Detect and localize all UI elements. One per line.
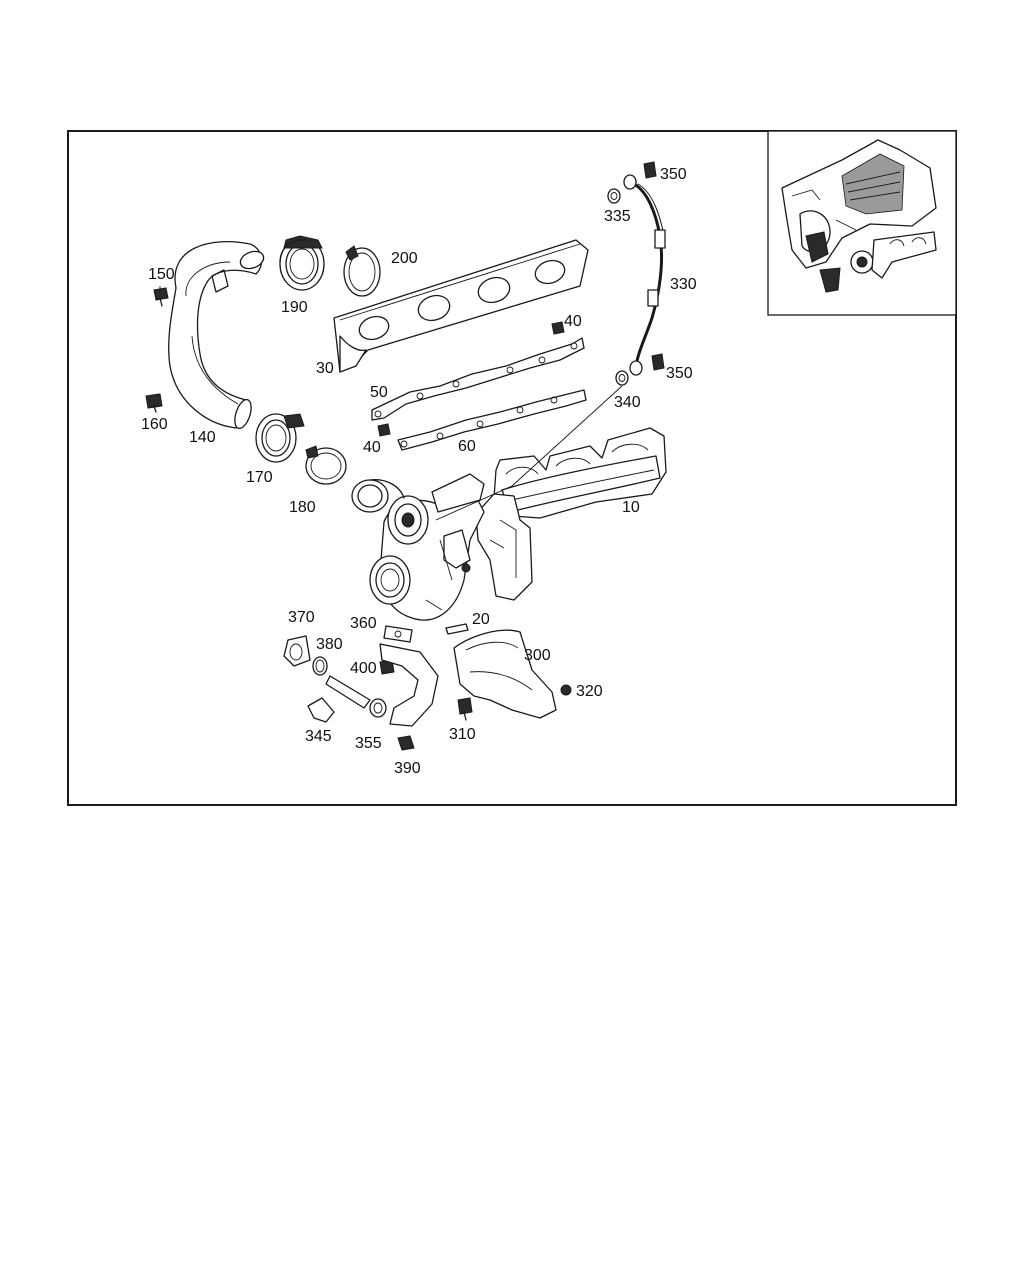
part-labels: 10 20 30 40 40 50 60 140 150 160 170 180… <box>141 166 697 777</box>
label-350-upper: 350 <box>660 166 687 183</box>
leader-lines <box>159 286 623 521</box>
turbocharger-assembly-10 <box>351 427 667 621</box>
gasket-360 <box>383 625 413 643</box>
oil-line-330 <box>623 174 666 376</box>
label-320: 320 <box>576 683 603 700</box>
engine-thumbnail-image <box>781 139 937 293</box>
label-20: 20 <box>472 611 490 628</box>
oil-return-line-355 <box>325 643 439 727</box>
bolt-160 <box>145 393 163 413</box>
clip-345 <box>307 697 335 723</box>
label-310: 310 <box>449 726 476 743</box>
charge-air-pipe-140 <box>168 241 265 430</box>
heat-shield-300 <box>453 629 557 719</box>
label-180: 180 <box>289 499 316 516</box>
clamp-180 <box>305 445 347 485</box>
flange-gasket-370 <box>283 635 311 667</box>
stud-20 <box>445 623 469 635</box>
label-10: 10 <box>622 499 640 516</box>
hose-connector-190 <box>279 235 325 291</box>
label-380: 380 <box>316 636 343 653</box>
inset-locator-view <box>767 130 957 316</box>
label-30: 30 <box>316 360 334 377</box>
clamp-200 <box>343 245 381 297</box>
label-50: 50 <box>370 384 388 401</box>
label-330: 330 <box>670 276 697 293</box>
label-345: 345 <box>305 728 332 745</box>
nut-40-lower <box>377 423 391 437</box>
washer-340 <box>615 370 629 386</box>
diagram-frame <box>67 130 957 806</box>
banjo-bolt-350-upper <box>643 161 657 179</box>
gasket-60 <box>397 389 587 451</box>
label-40-lower: 40 <box>363 439 381 456</box>
bolt-310 <box>457 697 473 721</box>
label-400: 400 <box>350 660 377 677</box>
label-300: 300 <box>524 647 551 664</box>
label-150: 150 <box>148 266 175 283</box>
banjo-bolt-350-lower <box>651 353 665 371</box>
washer-335 <box>607 188 621 204</box>
nut-320 <box>560 684 572 696</box>
label-60: 60 <box>458 438 476 455</box>
nut-40-upper <box>551 321 565 335</box>
hose-connector-170 <box>255 413 305 463</box>
label-160: 160 <box>141 416 168 433</box>
bolt-150 <box>153 287 169 307</box>
label-360: 360 <box>350 615 377 632</box>
label-40-upper: 40 <box>564 313 582 330</box>
label-355: 355 <box>355 735 382 752</box>
bolt-390 <box>397 735 415 751</box>
label-335: 335 <box>604 208 631 225</box>
label-140: 140 <box>189 429 216 446</box>
heat-shield-30 <box>333 239 589 373</box>
seal-ring-380 <box>312 656 328 676</box>
label-170: 170 <box>246 469 273 486</box>
label-200: 200 <box>391 250 418 267</box>
label-390: 390 <box>394 760 421 777</box>
label-350-lower: 350 <box>666 365 693 382</box>
label-340: 340 <box>614 394 641 411</box>
label-190: 190 <box>281 299 308 316</box>
gasket-50 <box>371 337 585 421</box>
label-370: 370 <box>288 609 315 626</box>
